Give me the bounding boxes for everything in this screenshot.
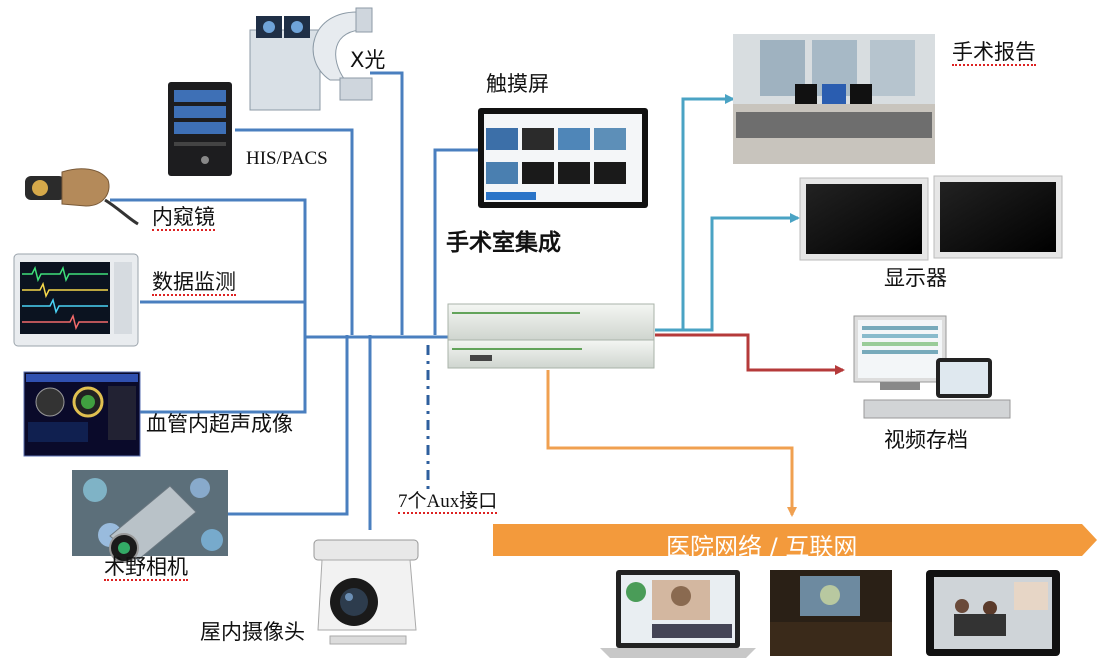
monitor-icon [933, 175, 1063, 259]
label-field-camera: 术野相机 [104, 555, 188, 581]
label-xray: X光 [350, 48, 386, 72]
integration-hub-icon [447, 303, 655, 369]
label-ivus: 血管内超声成像 [146, 412, 293, 436]
label-surgery-report: 手术报告 [952, 40, 1036, 66]
input-connection-lines [110, 71, 478, 530]
ultrasound-screen-icon [23, 371, 141, 457]
output-connection-lines [546, 94, 845, 517]
label-video-archive: 视频存档 [884, 428, 968, 452]
line-ivus [140, 335, 307, 414]
video-workstation-icon [853, 315, 1011, 419]
line-to-display [683, 213, 800, 332]
line-xray [370, 71, 404, 335]
label-or-integration: 手术室集成 [446, 230, 561, 256]
monitor-icon [799, 177, 929, 261]
line-endoscope [110, 198, 307, 335]
xray-machine-icon [249, 7, 373, 111]
line-touchscreen [433, 148, 478, 335]
line-to-archive [655, 333, 845, 375]
line-field-camera [228, 335, 349, 516]
control-room-photo-icon [733, 34, 935, 164]
label-touchscreen: 触摸屏 [486, 72, 549, 96]
ptz-camera-icon [313, 539, 419, 645]
label-display: 显示器 [884, 266, 947, 290]
endoscope-camera-icon [25, 168, 139, 226]
server-tower-icon [168, 82, 232, 176]
label-endoscope: 内窥镜 [152, 205, 215, 231]
surgical-camera-icon [72, 470, 228, 563]
line-his-pacs [235, 128, 354, 335]
label-monitoring: 数据监测 [152, 270, 236, 296]
line-to-report [655, 94, 735, 332]
label-room-camera: 屋内摄像头 [200, 620, 305, 644]
tablet-meeting-icon [926, 570, 1060, 656]
patient-monitor-icon [13, 253, 139, 347]
lecture-hall-icon [770, 570, 892, 656]
label-his-pacs: HIS/PACS [246, 148, 328, 169]
label-aux: 7个Aux接口 [398, 491, 498, 514]
network-banner-arrow [493, 524, 1097, 556]
line-to-network [546, 370, 797, 517]
label-network: 医院网络 / 互联网 [666, 533, 858, 561]
laptop-videoconference-icon [600, 570, 756, 658]
touchscreen-panel-icon [478, 108, 648, 208]
